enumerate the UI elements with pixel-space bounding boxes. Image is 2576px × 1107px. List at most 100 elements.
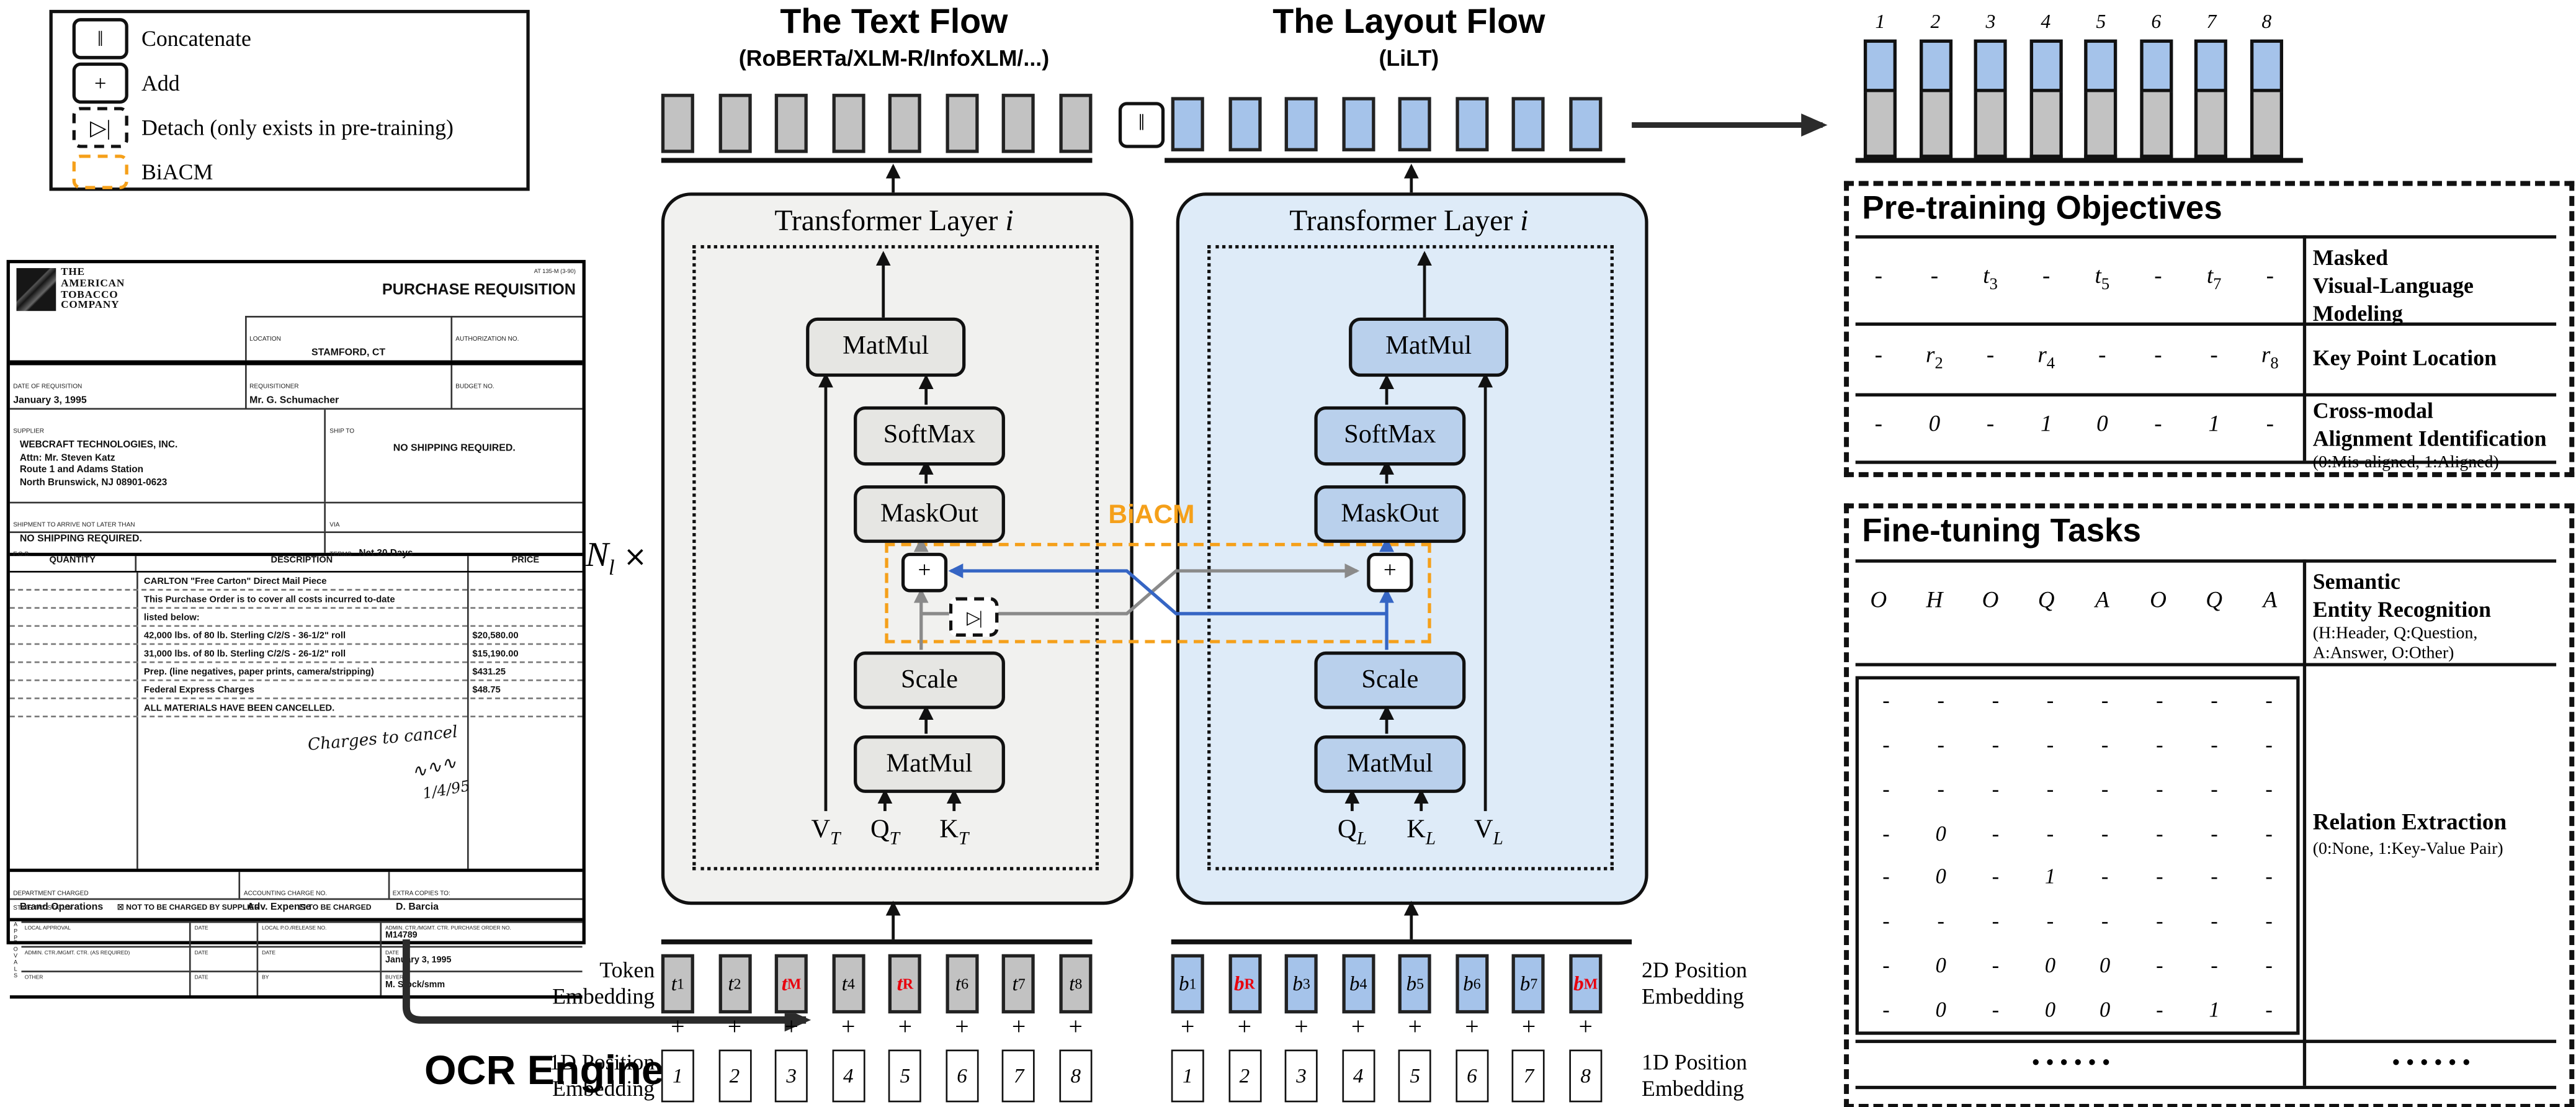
company-logo: [16, 268, 56, 311]
output-token-layout-part: [2194, 39, 2228, 92]
approvals-letter: R: [13, 940, 18, 947]
layout-scale: Scale: [1314, 651, 1466, 709]
approval-label: BY: [262, 973, 269, 980]
add-symbol: +: [1521, 1015, 1536, 1042]
output-token-layout-part: [2084, 39, 2118, 92]
text-attention-dotted-box: [692, 245, 1099, 871]
approval-c2: DATE: [189, 922, 257, 946]
text-flow-subtitle: (RoBERTa/XLM-R/InfoXLM/...): [738, 46, 1050, 71]
relation-cell: -: [2156, 688, 2163, 714]
layout-hidden-token: [1171, 97, 1204, 151]
approval-c3: LOCAL P.O./RELEASE NO.: [257, 922, 380, 946]
pos1d-chip: 3: [775, 1049, 808, 1103]
detach-icon: ▷|: [72, 107, 128, 148]
via-label: VIA: [329, 521, 340, 528]
relation-cell: -: [1882, 820, 1890, 845]
arrive-value: NO SHIPPING REQUIRED.: [19, 534, 142, 544]
item-description: listed below:: [143, 613, 200, 624]
text-softmax: SoftMax: [854, 406, 1005, 466]
ser-cell: O: [2150, 589, 2167, 614]
legend-item-biacm: BiACM: [72, 153, 527, 191]
objective-cell: 1: [2208, 413, 2220, 438]
relation-cell: 0: [1935, 952, 1946, 977]
output-token-stack: [2250, 39, 2283, 158]
supplier-label: SUPPLIER: [13, 427, 45, 434]
output-index: 1: [1875, 9, 1885, 34]
relation-cell: -: [1882, 952, 1890, 977]
output-token-layout-part: [2250, 39, 2283, 92]
objective-cell: t3: [1983, 264, 1998, 295]
ser-cell: A: [2263, 589, 2278, 614]
objective-cell: -: [2154, 264, 2162, 290]
tax-status-label: STATE TAX STATUS: [13, 905, 71, 912]
objective-cell: -: [2266, 264, 2274, 290]
document-title: PURCHASE REQUISITION: [382, 281, 576, 300]
relation-cell: -: [2156, 952, 2163, 977]
text-hidden-token: [775, 94, 808, 153]
mvlm-label: Masked Visual-Language Modeling: [2312, 245, 2474, 326]
pos1d-left-label: 1D Position Embedding: [549, 1049, 655, 1100]
pos1d-chip: 7: [1002, 1049, 1035, 1103]
relation-cell: -: [1937, 776, 1944, 801]
approval-c3: DATE: [257, 947, 380, 970]
add-symbol: +: [898, 1015, 913, 1042]
approvals-letter: P: [14, 927, 18, 934]
budget-label: BUDGET NO.: [455, 383, 494, 390]
pos1d-chip: 6: [1455, 1049, 1488, 1103]
add-symbol: +: [1181, 1015, 1195, 1042]
layout-input-q: QL: [1337, 816, 1367, 849]
approval-label: LOCAL APPROVAL: [24, 924, 71, 931]
company-name-line: THE: [61, 266, 85, 279]
text-matmul-top: MatMul: [806, 317, 966, 377]
shipto-value: NO SHIPPING REQUIRED.: [393, 444, 516, 454]
layout-hidden-underline: [1165, 158, 1626, 163]
line-item: This Purchase Order is to cover all cost…: [9, 590, 583, 609]
relation-cell: -: [2265, 996, 2273, 1021]
output-token-stacks: [1863, 39, 2283, 158]
relation-cell: -: [2046, 776, 2054, 801]
relation-cell: 1: [2209, 996, 2220, 1021]
relation-cell: -: [1992, 820, 2000, 845]
tax-not-charged-checkbox: ☒ NOT TO BE CHARGED BY SUPPLIER: [117, 903, 260, 912]
relation-cell: 0: [1935, 864, 1946, 889]
pos1d-chip: 1: [1171, 1049, 1204, 1103]
line-item: ALL MATERIALS HAVE BEEN CANCELLED.: [9, 699, 583, 717]
legend-item-detach-only-exists-in-pre-training-: ▷|Detach (only exists in pre-training): [72, 107, 527, 148]
relation-cell: -: [1937, 732, 1944, 757]
form-number: AT 135-M (3-90): [534, 268, 576, 275]
relation-cell: 0: [1935, 996, 1946, 1021]
objective-cell: 1: [2040, 413, 2052, 438]
layout-flow-title: The Layout Flow: [1272, 3, 1545, 42]
output-token-stack: [2029, 39, 2062, 158]
add-symbol: +: [1408, 1015, 1423, 1042]
add-symbol: +: [1237, 1015, 1252, 1042]
relation-cell: -: [2265, 820, 2273, 845]
text-hidden-token: [661, 94, 694, 153]
column-quantity: QUANTITY: [49, 555, 96, 566]
item-description: 31,000 lbs. of 80 lb. Sterling C/2/S - 2…: [143, 649, 346, 660]
relation-cell: -: [1992, 908, 2000, 933]
text-maskout: MaskOut: [854, 485, 1005, 543]
output-token-text-part: [1974, 92, 2007, 158]
relation-cell: -: [1882, 776, 1890, 801]
add-symbol: +: [727, 1015, 742, 1042]
pos1d-chip: 5: [888, 1049, 922, 1103]
re-label: Relation Extraction: [2312, 811, 2507, 836]
ser-cell: O: [1982, 589, 1999, 614]
relation-cell: -: [2046, 908, 2054, 933]
detach-node: ▷|: [949, 597, 999, 637]
supplier-address: WEBCRAFT TECHNOLOGIES, INC.Attn: Mr. Ste…: [13, 441, 321, 492]
pretraining-panel: [1844, 181, 2575, 477]
output-token-layout-part: [1974, 39, 2007, 92]
output-token-layout-part: [2139, 39, 2173, 92]
relation-cell: -: [1882, 908, 1890, 933]
approvals-letter: O: [13, 946, 18, 954]
ser-label: Semantic Entity Recognition (H:Header, Q…: [2312, 569, 2492, 664]
